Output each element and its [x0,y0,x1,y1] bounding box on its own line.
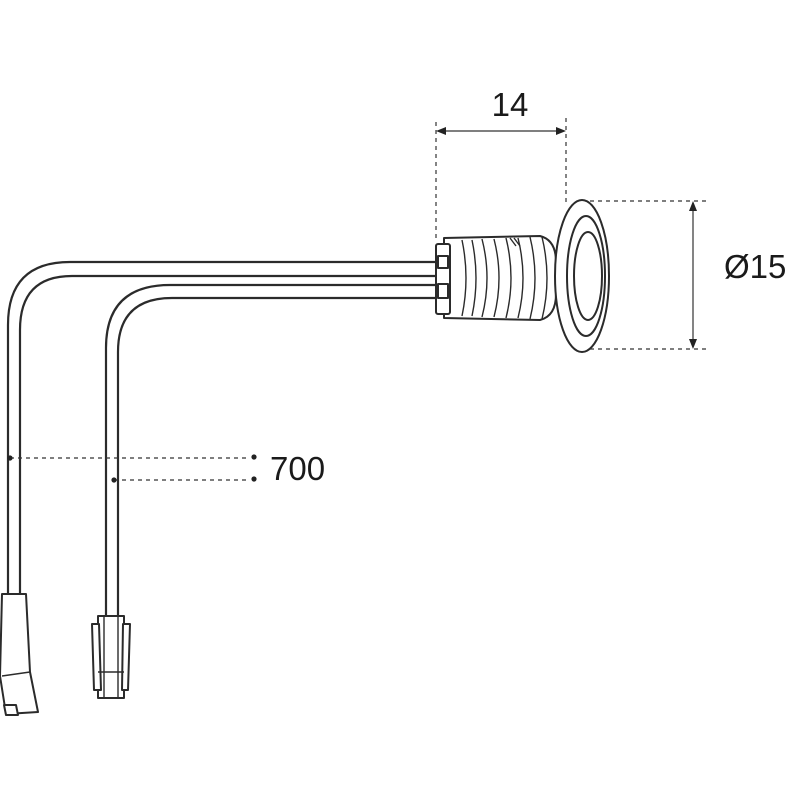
cable-length-dot-right-bottom [251,476,257,482]
cable-length-dot-right-top [251,454,257,460]
connector-inner-body [97,615,125,699]
cable-length-dot-outer [7,455,13,461]
light-gland-tab-top [437,255,449,269]
cable-length-label: 700 [270,450,325,487]
diameter-arrow-top [689,201,697,211]
inner-wire-bottom-edge [116,296,440,620]
connector-inner-clip-right [121,623,131,691]
diameter-dimension: Ø15 [582,200,786,350]
diameter-label: Ø15 [724,248,786,285]
light-thread-rings [461,236,548,320]
outer-wire-bottom-edge [18,274,440,598]
spot-light [435,199,610,353]
length-arrow-right [556,127,566,135]
cable-length-dimension: 700 [7,450,325,487]
connector-outer [0,593,39,716]
connector-inner-clip-left [91,623,102,691]
connector-outer-body [0,593,39,715]
diameter-arrow-bottom [689,339,697,349]
inner-wire-top-edge [104,283,440,620]
light-lens [573,231,603,321]
connector-outer-seam [1,671,31,677]
outer-wire-top-edge [6,260,440,598]
length-label: 14 [492,86,529,123]
length-dimension: 14 [435,86,567,238]
light-gland-tab-bottom [437,283,449,299]
light-cable-gland [435,243,451,315]
connector-inner [91,615,131,699]
cable-wires [6,260,440,620]
length-arrow-left [436,127,446,135]
connector-outer-tip [3,704,19,716]
light-threaded-body [443,235,557,321]
cable-length-dot-inner [111,477,117,483]
